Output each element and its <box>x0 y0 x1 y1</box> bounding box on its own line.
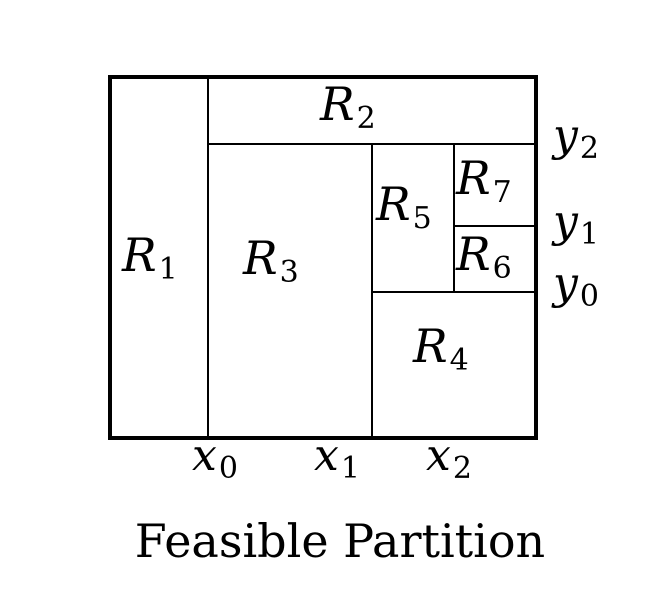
region-label-r7: R7 <box>455 151 512 210</box>
x-tick-label-0: x0 <box>192 430 238 486</box>
region-label-r6: R6 <box>455 227 512 286</box>
region-label-r1: R1 <box>121 228 178 287</box>
diagram-caption: Feasible Partition <box>134 514 546 568</box>
partition-lines <box>207 77 536 438</box>
y-tick-label-2: y2 <box>551 110 599 166</box>
outer-rectangle <box>108 75 538 440</box>
region-label-r3: R3 <box>242 231 299 290</box>
region-label-r2: R2 <box>319 77 376 136</box>
region-label-r5: R5 <box>375 177 432 236</box>
region-label-r4: R4 <box>412 319 469 378</box>
x-tick-label-1: x1 <box>314 430 360 486</box>
y-tick-label-1: y1 <box>551 196 599 252</box>
x-tick-label-2: x2 <box>426 430 472 486</box>
y-tick-label-0: y0 <box>551 258 599 314</box>
